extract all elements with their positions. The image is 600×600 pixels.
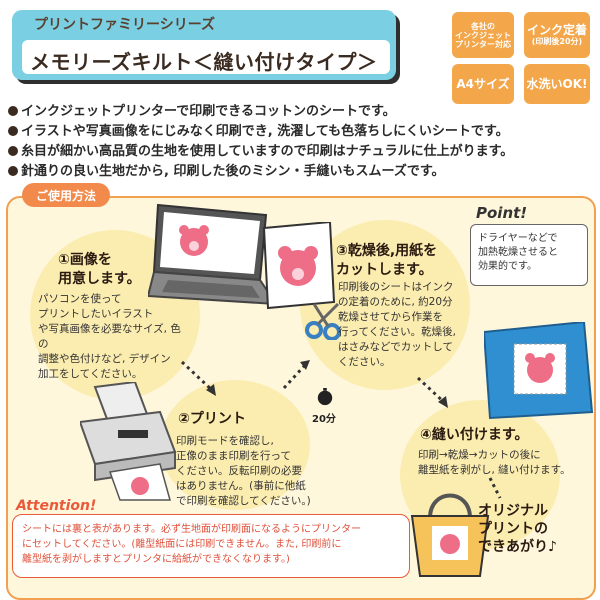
point-box [470, 224, 588, 286]
printer-icon [80, 382, 177, 501]
feature-item: 糸目が細かい高品質の生地を使用していますので印刷はナチュラルに仕上がります。 [8, 140, 513, 159]
product-title: メモリーズキルト＜縫い付けタイプ＞ [30, 50, 378, 74]
step-text-line: 行ってください。乾燥後, [338, 326, 456, 338]
dry-time-label: 20分 [312, 414, 336, 425]
attention-text-line: 離型紙を剥がしますとプリンタに給紙ができなくなります。) [22, 554, 290, 565]
step-2-text: 印刷モードを確認し, 正像のまま印刷を行って ください。反転印刷の必要 はありま… [176, 434, 336, 509]
feature-text: 糸目が細かい高品質の生地を使用していますので印刷はナチュラルに仕上がります。 [21, 144, 514, 159]
feature-item: イラストや写真画像をにじみなく印刷でき, 洗濯しても色落ちしにくいシートです。 [8, 120, 509, 139]
point-text-line: ドライヤーなどで [478, 233, 558, 244]
feature-text: 針通りの良い生地だから, 印刷した後のミシン・手縫いもスムーズです。 [21, 164, 445, 179]
feature-text: イラストや写真画像をにじみなく印刷でき, 洗濯しても色落ちしにくいシートです。 [21, 124, 509, 139]
point-text: ドライヤーなどで 加熱乾燥させると 効果的です。 [478, 232, 582, 274]
step-text-line: の定着のために, 約20分 [338, 296, 453, 308]
step-text-line: 離型紙を剥がし, 縫い付けます。 [418, 464, 571, 476]
attention-box [12, 514, 410, 578]
badge-text: (印刷後20分) [531, 37, 583, 46]
step-text-line: で印刷を確認してください。) [176, 495, 311, 507]
badge-text: A4サイズ [456, 76, 510, 91]
step-text-line: ください。 [338, 356, 391, 368]
badge-a4: A4サイズ [452, 64, 514, 104]
feature-item: 針通りの良い生地だから, 印刷した後のミシン・手縫いもスムーズです。 [8, 160, 445, 179]
badge-ink: インク定着 (印刷後20分) [524, 12, 590, 58]
timer-icon [317, 388, 333, 406]
badge-text: 水洗いOK! [526, 76, 588, 91]
badge-washable: 水洗いOK! [524, 64, 590, 104]
badge-text: インクジェット [455, 30, 511, 40]
finish-line: できあがり♪ [478, 539, 557, 555]
step-text-line: 正像のまま印刷を行って [176, 450, 291, 462]
step-text-line: 印刷モードを確認し, [176, 435, 274, 447]
step-title-line: ③乾燥後,用紙を [336, 243, 438, 259]
attention-text: シートには裏と表があります。必ず生地面が印刷面になるようにプリンター にセットし… [22, 522, 402, 567]
scissors-icon [305, 302, 341, 340]
point-text-line: 加熱乾燥させると [478, 247, 558, 258]
step-text-line: はさみなどでカットして [338, 341, 453, 353]
step-title-line: 用意します。 [58, 271, 141, 287]
step-2-title: ②プリント [178, 410, 246, 429]
quilt-icon [484, 322, 594, 420]
feature-text: インクジェットプリンターで印刷できるコットンのシートです。 [21, 104, 396, 119]
point-label: Point! [476, 204, 528, 222]
step-title-line: カットします。 [336, 262, 433, 278]
step-title-line: ②プリント [178, 411, 246, 427]
step-title-line: ④縫い付けます。 [420, 427, 529, 443]
point-text-line: 効果的です。 [478, 261, 537, 272]
step-text-line: プリントしたいイラスト [38, 308, 154, 320]
step-text-line: や写真画像を必要なサイズ, 色の [38, 323, 181, 350]
attention-text-line: シートには裏と表があります。必ず生地面が印刷面になるようにプリンター [22, 524, 361, 535]
badge-text: 各社の [471, 21, 495, 31]
series-name: プリントファミリーシリーズ [34, 17, 216, 33]
badge-text: プリンター対応 [455, 39, 511, 49]
printed-sheet-icon [262, 222, 336, 310]
title-box [12, 10, 400, 84]
step-text-line: ください。反転印刷の必要 [176, 465, 302, 477]
step-text-line: 印刷→乾燥→カットの後に [418, 449, 541, 461]
step-3-text: 印刷後のシートはインク の定着のために, 約20分 乾燥させてから作業を 行って… [338, 280, 478, 370]
howto-tab: ご使用方法 [22, 183, 110, 207]
tote-bag-icon [410, 493, 490, 577]
badge-printer: 各社の インクジェット プリンター対応 [452, 12, 514, 58]
step-title-line: ①画像を [58, 252, 112, 268]
step-3-title: ③乾燥後,用紙を カットします。 [336, 242, 437, 280]
finish-caption: オリジナル プリントの できあがり♪ [478, 502, 588, 556]
step-4-title: ④縫い付けます。 [420, 426, 528, 445]
step-text-line: 印刷後のシートはインク [338, 281, 454, 293]
feature-item: インクジェットプリンターで印刷できるコットンのシートです。 [8, 100, 396, 119]
step-text-line: 加工をしてください。 [38, 368, 143, 380]
finish-line: プリントの [478, 521, 548, 537]
step-circle [160, 380, 310, 510]
step-text-line: パソコンを使って [38, 293, 122, 305]
step-text-line: 調整や色付けなど, デザイン [38, 353, 171, 365]
step-text-line: はありません。(事前に他紙 [176, 480, 306, 492]
attention-label: Attention! [16, 498, 97, 514]
step-1-text: パソコンを使って プリントしたいイラスト や写真画像を必要なサイズ, 色の 調整… [38, 292, 188, 382]
badge-text: インク定着 [526, 23, 587, 37]
step-1-title: ①画像を 用意します。 [58, 251, 141, 289]
step-4-text: 印刷→乾燥→カットの後に 離型紙を剥がし, 縫い付けます。 [418, 448, 588, 478]
attention-text-line: にセットしてください。(離型紙面には印刷できません。また, 印刷前に [22, 539, 342, 550]
step-text-line: 乾燥させてから作業を [338, 311, 443, 323]
laptop-icon [148, 203, 278, 306]
finish-line: オリジナル [478, 503, 548, 519]
